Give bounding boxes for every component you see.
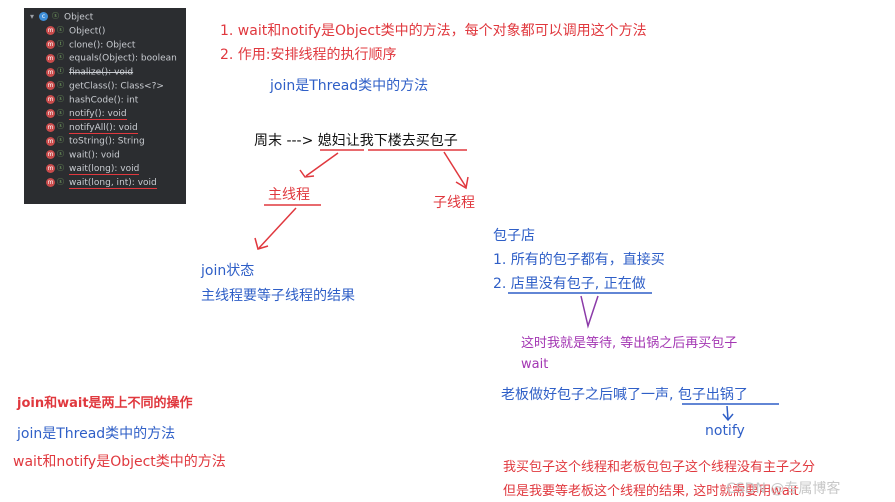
- watermark: CSDN @专属博客: [726, 481, 841, 497]
- lock-icon: ⓢ: [52, 12, 59, 20]
- public-icon: ⓢ: [57, 163, 64, 172]
- arrowhead-join: [254, 237, 269, 250]
- join-state-desc: 主线程要等子线程的结果: [201, 288, 355, 304]
- summary-heading: join和wait是两上不同的操作: [17, 396, 193, 411]
- arrowhead-main: [299, 169, 315, 178]
- note-join-thread: join是Thread类中的方法: [270, 78, 429, 94]
- tree-root-object[interactable]: ▾ c ⓢ Object: [30, 10, 93, 24]
- boss-call: 老板做好包子之后喊了一声, 包子出锅了: [501, 387, 748, 403]
- method-label: finalize(): void: [69, 67, 134, 78]
- arrow-to-wait: [580, 295, 599, 329]
- method-label: wait(): void: [69, 150, 120, 161]
- shop-title: 包子店: [493, 228, 535, 244]
- method-icon: m: [46, 53, 55, 63]
- arrowhead-notify: [722, 413, 734, 422]
- method-icon: m: [46, 95, 55, 105]
- protected-icon: ⓣ: [57, 67, 64, 76]
- method-label: Object(): [69, 26, 106, 37]
- public-icon: ⓢ: [57, 108, 64, 117]
- shop-item-2: 2. 店里没有包子, 正在做: [493, 276, 646, 292]
- method-label: toString(): String: [69, 136, 145, 147]
- label-main-thread: 主线程: [268, 187, 310, 203]
- arrowhead-sub: [455, 176, 469, 190]
- method-icon: m: [46, 164, 55, 174]
- method-icon: m: [46, 40, 55, 49]
- arrow-to-join: [258, 207, 297, 249]
- label-sub-thread: 子线程: [433, 195, 475, 211]
- public-icon: ⓢ: [57, 94, 64, 103]
- notify-keyword: notify: [705, 423, 745, 439]
- note-point-2: 2. 作用:安排线程的执行顺序: [220, 47, 397, 63]
- method-label: wait(long, int): void: [69, 178, 157, 189]
- note-point-1: 1. wait和notify是Object类中的方法，每个对象都可以调用这个方法: [220, 23, 647, 39]
- method-icon: m: [46, 109, 55, 118]
- method-label: notify(): void: [69, 109, 127, 120]
- bottom-note-2: 但是我要等老板这个线程的结果, 这时就需要用wait: [503, 484, 799, 499]
- arrow-to-notify: [726, 405, 729, 420]
- public-icon: ⓢ: [57, 25, 64, 34]
- arrow-to-main-thread: [305, 152, 339, 177]
- wait-description: 这时我就是等待, 等出锅之后再买包子: [521, 336, 738, 351]
- public-icon: ⓢ: [57, 81, 64, 89]
- method-label: notifyAll(): void: [69, 122, 138, 134]
- method-label: hashCode(): int: [69, 95, 139, 106]
- chevron-down-icon[interactable]: ▾: [30, 12, 35, 22]
- method-icon: m: [46, 81, 55, 91]
- method-label: equals(Object): boolean: [69, 53, 177, 64]
- method-label: clone(): Object: [69, 40, 136, 50]
- method-icon: m: [46, 178, 55, 187]
- public-icon: ⓢ: [57, 177, 64, 186]
- method-icon: m: [46, 136, 55, 146]
- summary-wait-notify: wait和notify是Object类中的方法: [13, 454, 226, 470]
- public-icon: ⓢ: [57, 136, 64, 145]
- public-icon: ⓢ: [57, 150, 64, 158]
- public-icon: ⓢ: [57, 122, 64, 131]
- method-icon: m: [46, 67, 55, 77]
- protected-icon: ⓣ: [57, 39, 64, 48]
- tree-root-label: Object: [64, 12, 94, 23]
- method-icon: m: [46, 122, 55, 132]
- method-icon: m: [46, 26, 55, 36]
- method-icon: m: [46, 150, 55, 160]
- shop-item-1: 1. 所有的包子都有，直接买: [493, 252, 665, 268]
- join-state-title: join状态: [201, 263, 255, 279]
- wait-keyword: wait: [521, 357, 549, 372]
- bottom-note-1: 我买包子这个线程和老板包包子这个线程没有主子之分: [503, 460, 816, 475]
- summary-join: join是Thread类中的方法: [17, 426, 176, 442]
- method-label: getClass(): Class<?>: [69, 81, 164, 92]
- weekend-scenario: 周末 ---> 媳妇让我下楼去买包子: [254, 133, 458, 149]
- public-icon: ⓢ: [57, 53, 64, 62]
- method-label: wait(long): void: [69, 164, 140, 176]
- class-icon: c: [39, 12, 48, 22]
- arrow-to-sub-thread: [443, 151, 467, 188]
